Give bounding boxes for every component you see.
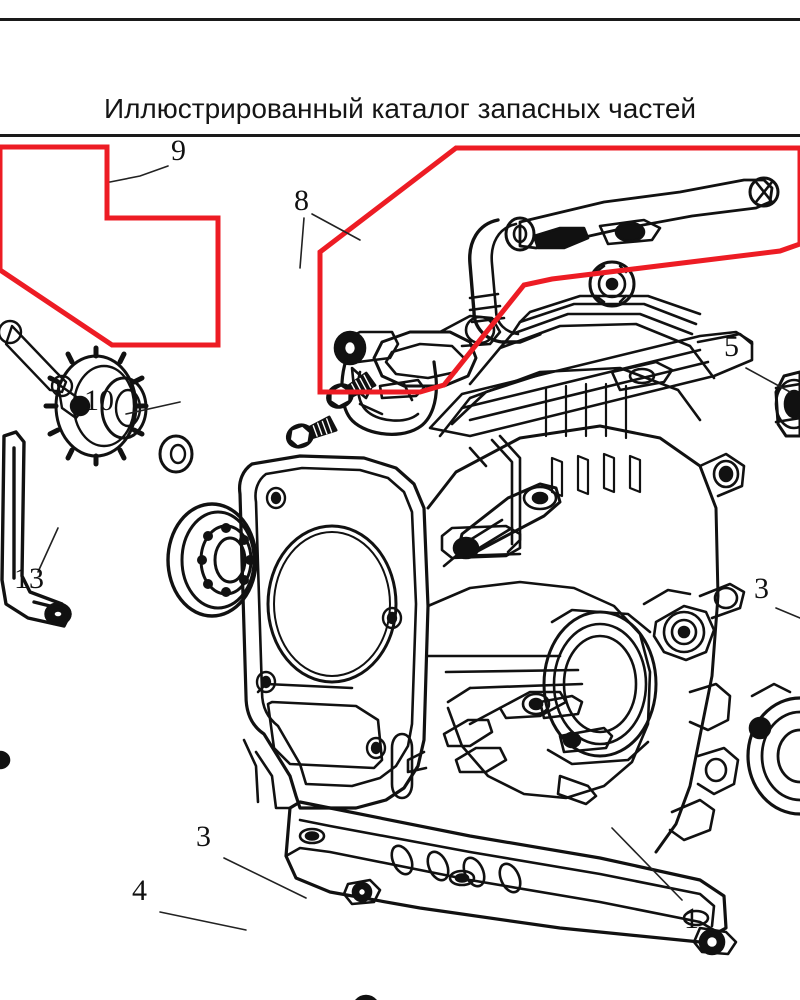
- leader-8b: [299, 217, 305, 269]
- governor-part-right: [774, 370, 800, 438]
- washer-part-pan: [354, 994, 378, 1000]
- header-top-rule: [0, 18, 800, 21]
- oil-pipe-part: [0, 430, 72, 628]
- rocker-arm-part: [452, 482, 562, 560]
- leader-3b: [223, 857, 307, 899]
- callout-number-9: 9: [171, 134, 186, 167]
- leader-5: [745, 367, 791, 393]
- callout-leader-lines: [37, 165, 800, 931]
- callout-number-3-right: 3: [754, 572, 769, 605]
- highlight-region-left: [0, 144, 221, 348]
- callout-number-13: 13: [14, 562, 44, 595]
- callout-number-5: 5: [724, 330, 739, 363]
- highlight-region-right: [317, 145, 800, 395]
- callout-number-8: 8: [294, 184, 309, 217]
- flywheel-part-right: [746, 682, 800, 816]
- leader-10: [125, 401, 181, 415]
- dipstick-tube-part: [282, 176, 780, 453]
- leader-4: [159, 911, 247, 931]
- header-bottom-rule: [0, 134, 800, 137]
- page-title: Иллюстрированный каталог запасных частей: [103, 93, 697, 124]
- ball-bearing-part: [166, 502, 258, 618]
- parts-diagram: 9 8 10 13 5 3 3 4 1: [0, 136, 800, 1000]
- engine-linework: [0, 176, 800, 1000]
- balancer-gear-part: [0, 319, 194, 474]
- leader-1: [611, 827, 683, 901]
- leader-9: [109, 165, 169, 183]
- leader-3r: [775, 607, 800, 619]
- parts-diagram-svg: [0, 144, 800, 1000]
- callout-number-4: 4: [132, 874, 147, 907]
- leader-13: [37, 527, 59, 573]
- callout-number-10: 10: [84, 384, 114, 417]
- callout-number-3-bottom: 3: [196, 820, 211, 853]
- callout-number-1: 1: [684, 902, 699, 935]
- leader-8a: [311, 213, 361, 241]
